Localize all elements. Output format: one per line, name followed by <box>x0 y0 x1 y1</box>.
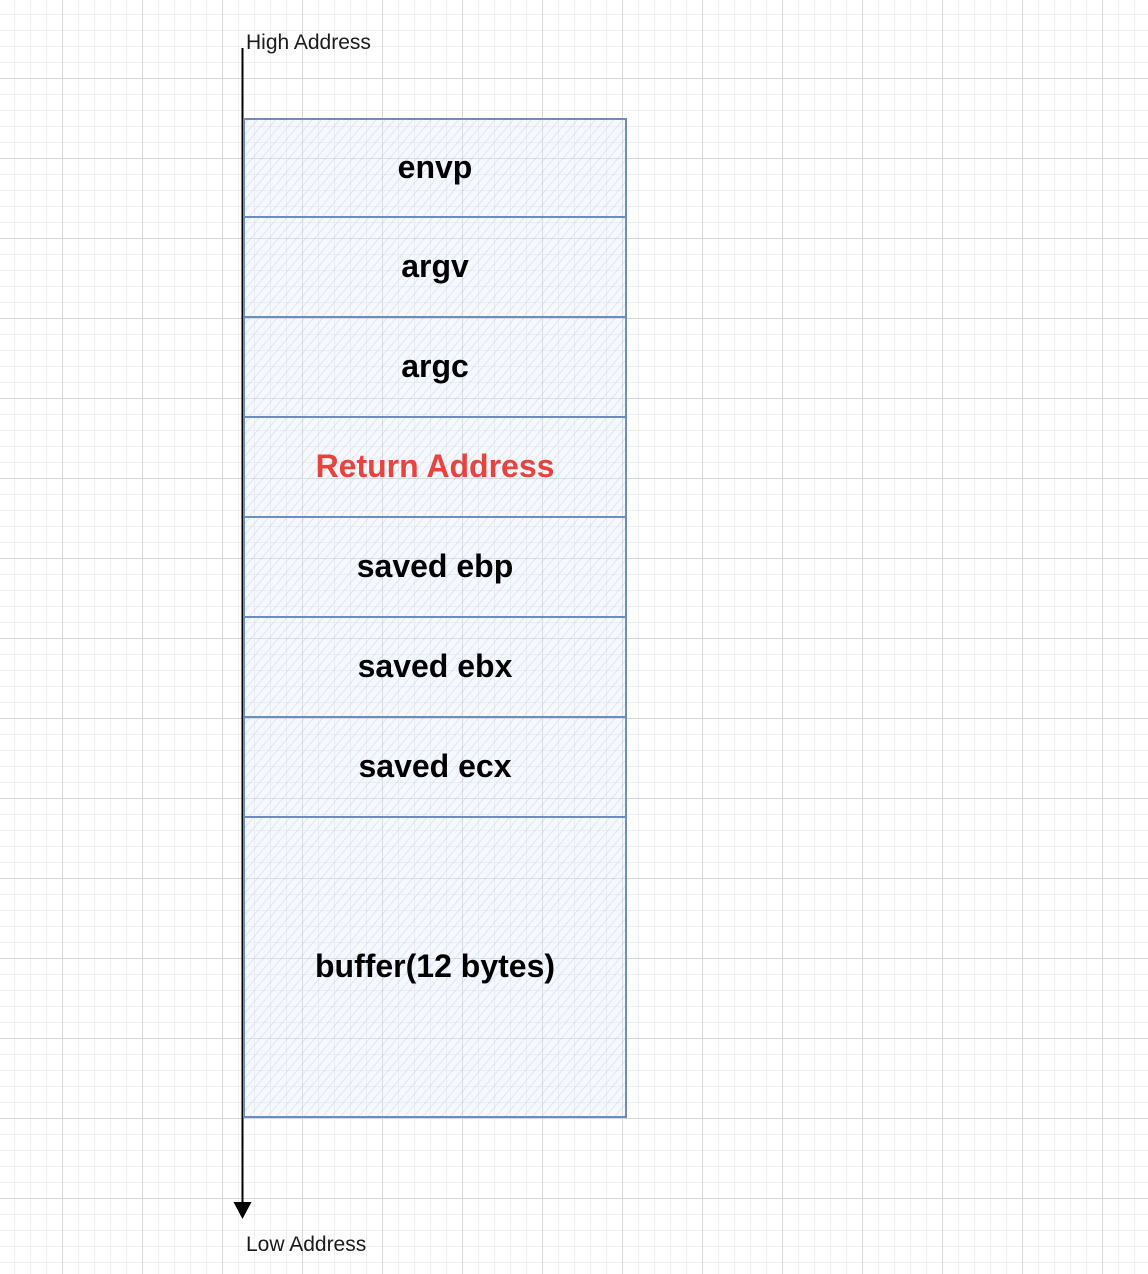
stack-cell-saved-ebp: saved ebp <box>243 518 627 618</box>
stack-cell-saved-ecx: saved ecx <box>243 718 627 818</box>
stack-cell-saved-ebx: saved ebx <box>243 618 627 718</box>
stack-cell-label: Return Address <box>315 447 555 484</box>
low-address-label: Low Address <box>246 1233 367 1256</box>
arrowhead-down-icon <box>233 1202 252 1219</box>
stack-cell-envp: envp <box>243 118 627 218</box>
stack-cell-return-address: Return Address <box>243 418 627 518</box>
stack-cell-argv: argv <box>243 218 627 318</box>
stack-cell-argc: argc <box>243 318 627 418</box>
stack-cell-label: argv <box>401 247 469 284</box>
stack-cell-label: argc <box>401 347 469 384</box>
stack-cell-label: saved ecx <box>358 747 512 784</box>
stack-cell-buffer: buffer(12 bytes) <box>243 818 627 1118</box>
stack-cell-label: saved ebp <box>356 547 514 584</box>
high-address-label: High Address <box>246 31 371 54</box>
stack-frame: envp argv argc Return Address saved ebp … <box>243 118 627 1118</box>
stack-cell-label: envp <box>397 148 473 185</box>
stack-cell-label: buffer(12 bytes) <box>314 947 556 984</box>
stack-cell-label: saved ebx <box>357 647 513 684</box>
